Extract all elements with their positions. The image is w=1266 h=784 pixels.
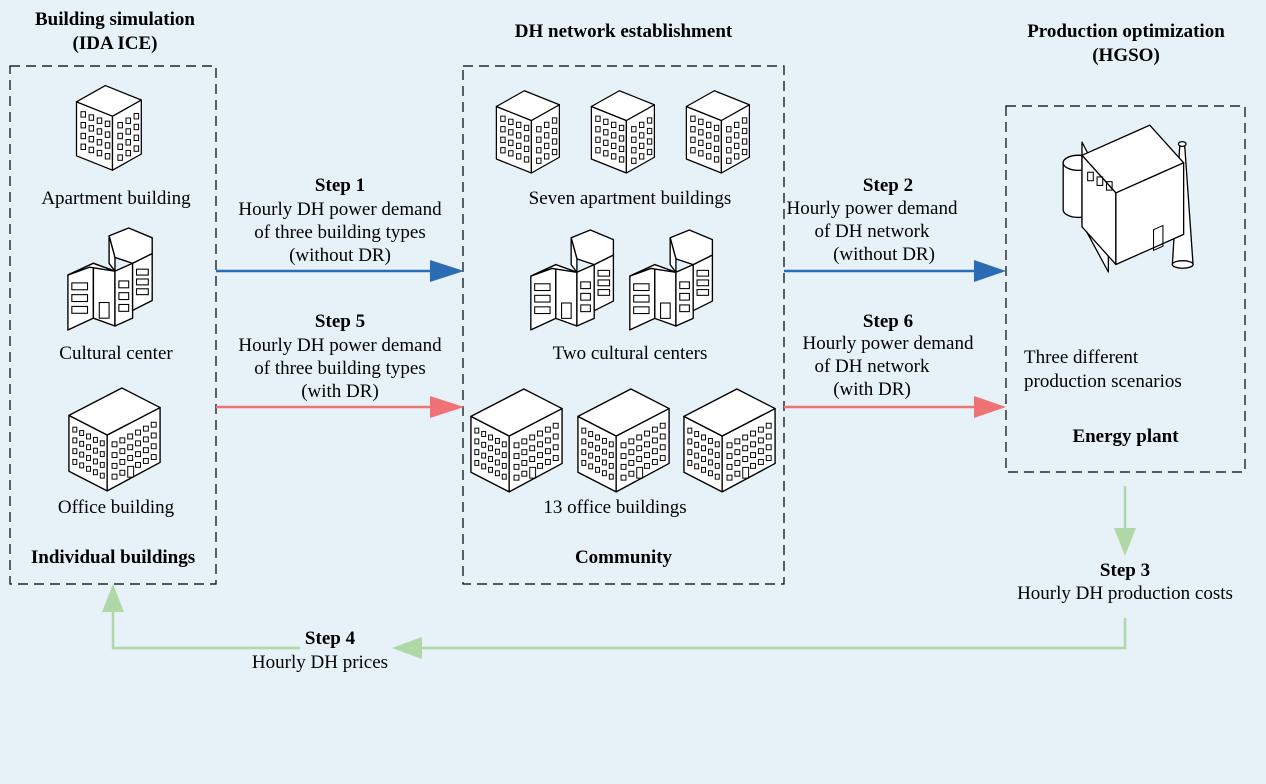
step6-line3: (with DR): [833, 379, 911, 400]
office-building-icon: [577, 388, 670, 493]
step2-line2: of DH network: [814, 221, 930, 242]
step2-line1: Hourly power demand: [786, 198, 958, 219]
energy-plant-label: Energy plant: [1072, 426, 1179, 447]
individual-buildings-box: [9, 65, 217, 585]
individual-buildings-label: Individual buildings: [30, 547, 196, 568]
step6-line2: of DH network: [814, 356, 930, 377]
step5-line3: (with DR): [301, 381, 379, 402]
building-simulation-subtitle: (IDA ICE): [72, 33, 158, 54]
cultural-center-icon: [530, 229, 615, 331]
cultural-center-label: Cultural center: [59, 343, 173, 364]
office-building-label: Office building: [57, 497, 175, 518]
apartment-building-icon: [590, 90, 656, 174]
cultural-community-label: Two cultural centers: [552, 343, 708, 364]
apartment-building-label: Apartment building: [41, 188, 191, 209]
arrow-step4: [102, 584, 1127, 659]
cultural-center-icon: [629, 229, 714, 331]
community-label: Community: [574, 547, 673, 568]
step1-line1: Hourly DH power demand: [238, 199, 442, 220]
dh-network-title: DH network establishment: [514, 21, 733, 42]
step1-line3: (without DR): [289, 245, 391, 266]
apartment-building-icon: [685, 90, 751, 174]
arrow-step1: [216, 260, 464, 282]
step3-line1: Hourly DH production costs: [1017, 583, 1233, 604]
arrow-step6: [784, 396, 1006, 418]
step2-label: Step 2: [862, 175, 914, 196]
office-building-icon: [683, 388, 776, 493]
energy-plant-icon: [1062, 124, 1194, 273]
energy-plant-box: [1005, 105, 1246, 473]
step2-line3: (without DR): [833, 244, 935, 265]
production-optimization-subtitle: (HGSO): [1092, 45, 1160, 66]
arrow-step3: [1114, 486, 1136, 556]
cultural-center-icon: [67, 227, 153, 331]
step3-label: Step 3: [1099, 560, 1151, 581]
step5-label: Step 5: [314, 311, 366, 332]
step5-line1: Hourly DH power demand: [238, 335, 442, 356]
production-optimization-title: Production optimization: [1027, 21, 1225, 42]
office-building-icon: [68, 387, 161, 492]
community-box: [462, 65, 785, 585]
building-simulation-title: Building simulation: [35, 9, 195, 30]
step6-label: Step 6: [862, 311, 914, 332]
apartments-community-label: Seven apartment buildings: [528, 188, 732, 209]
step4-line1: Hourly DH prices: [251, 652, 389, 673]
scenario-label-line2: production scenarios: [1024, 371, 1182, 392]
apartment-building-icon: [495, 90, 561, 174]
offices-community-label: 13 office buildings: [543, 497, 687, 518]
arrow-step5: [216, 396, 464, 418]
apartment-building-icon: [75, 84, 142, 171]
step1-label: Step 1: [314, 175, 366, 196]
step4-label: Step 4: [304, 628, 356, 649]
office-building-icon: [470, 388, 563, 493]
step6-line1: Hourly power demand: [802, 333, 974, 354]
scenario-label-line1: Three different: [1024, 347, 1139, 368]
step5-line2: of three building types: [254, 358, 426, 379]
arrow-step2: [784, 260, 1006, 282]
step1-line2: of three building types: [254, 222, 426, 243]
